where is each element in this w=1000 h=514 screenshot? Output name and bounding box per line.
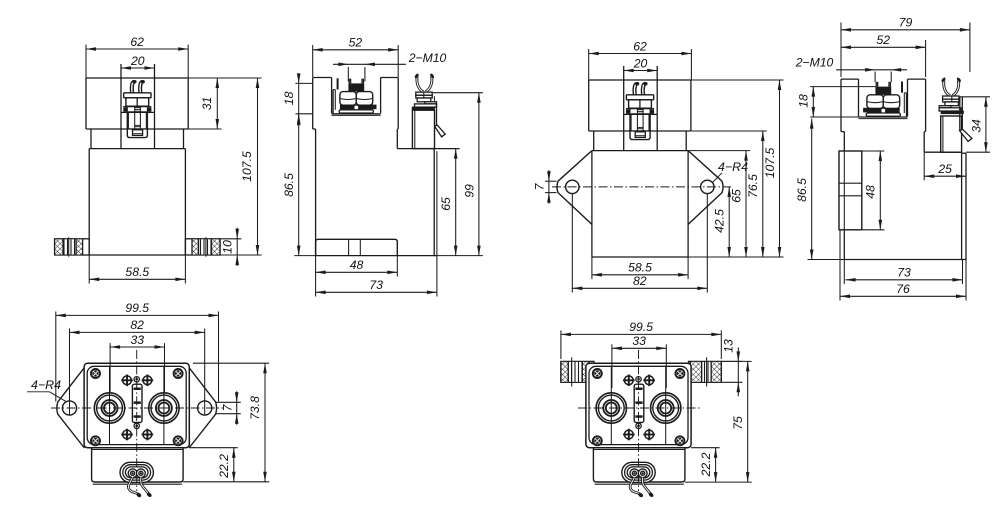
svg-text:48: 48 bbox=[864, 185, 878, 199]
svg-text:22.2: 22.2 bbox=[699, 452, 713, 477]
svg-text:20: 20 bbox=[130, 54, 145, 68]
svg-text:99.5: 99.5 bbox=[125, 301, 149, 315]
svg-text:33: 33 bbox=[632, 334, 646, 348]
svg-text:52: 52 bbox=[877, 33, 891, 47]
svg-text:52: 52 bbox=[349, 36, 363, 50]
svg-text:79: 79 bbox=[899, 16, 913, 30]
svg-text:7: 7 bbox=[221, 403, 235, 411]
svg-text:7: 7 bbox=[533, 182, 547, 190]
svg-text:58.5: 58.5 bbox=[125, 265, 149, 279]
svg-text:76: 76 bbox=[896, 282, 910, 296]
svg-text:2−M10: 2−M10 bbox=[408, 51, 447, 65]
svg-text:99.5: 99.5 bbox=[629, 320, 653, 334]
svg-text:62: 62 bbox=[130, 35, 144, 49]
svg-text:42.5: 42.5 bbox=[713, 209, 727, 233]
svg-text:107.5: 107.5 bbox=[240, 151, 254, 182]
svg-text:73: 73 bbox=[897, 266, 911, 280]
svg-text:75: 75 bbox=[731, 416, 745, 430]
svg-text:4−R4: 4−R4 bbox=[31, 378, 61, 392]
svg-text:18: 18 bbox=[797, 94, 811, 108]
svg-text:31: 31 bbox=[200, 97, 214, 111]
svg-text:73.8: 73.8 bbox=[248, 396, 262, 420]
svg-text:2−M10: 2−M10 bbox=[795, 56, 834, 70]
svg-text:58.5: 58.5 bbox=[628, 261, 652, 275]
svg-text:25: 25 bbox=[937, 162, 952, 176]
svg-text:73: 73 bbox=[369, 278, 383, 292]
svg-text:20: 20 bbox=[633, 57, 648, 71]
svg-text:99: 99 bbox=[462, 184, 476, 198]
svg-text:10: 10 bbox=[221, 240, 235, 254]
svg-text:65: 65 bbox=[730, 189, 744, 203]
svg-text:18: 18 bbox=[282, 91, 296, 105]
svg-text:4−R4: 4−R4 bbox=[718, 160, 748, 174]
svg-text:13: 13 bbox=[722, 339, 736, 353]
svg-text:86.5: 86.5 bbox=[282, 173, 296, 197]
svg-text:86.5: 86.5 bbox=[795, 178, 809, 202]
svg-text:76.5: 76.5 bbox=[746, 174, 760, 198]
svg-text:48: 48 bbox=[350, 258, 364, 272]
svg-text:34: 34 bbox=[969, 119, 983, 133]
svg-text:65: 65 bbox=[439, 197, 453, 211]
svg-text:62: 62 bbox=[633, 40, 647, 54]
svg-text:33: 33 bbox=[131, 333, 145, 347]
svg-text:82: 82 bbox=[130, 318, 144, 332]
svg-text:82: 82 bbox=[633, 274, 647, 288]
svg-text:107.5: 107.5 bbox=[763, 148, 777, 179]
svg-text:22.2: 22.2 bbox=[217, 454, 231, 479]
